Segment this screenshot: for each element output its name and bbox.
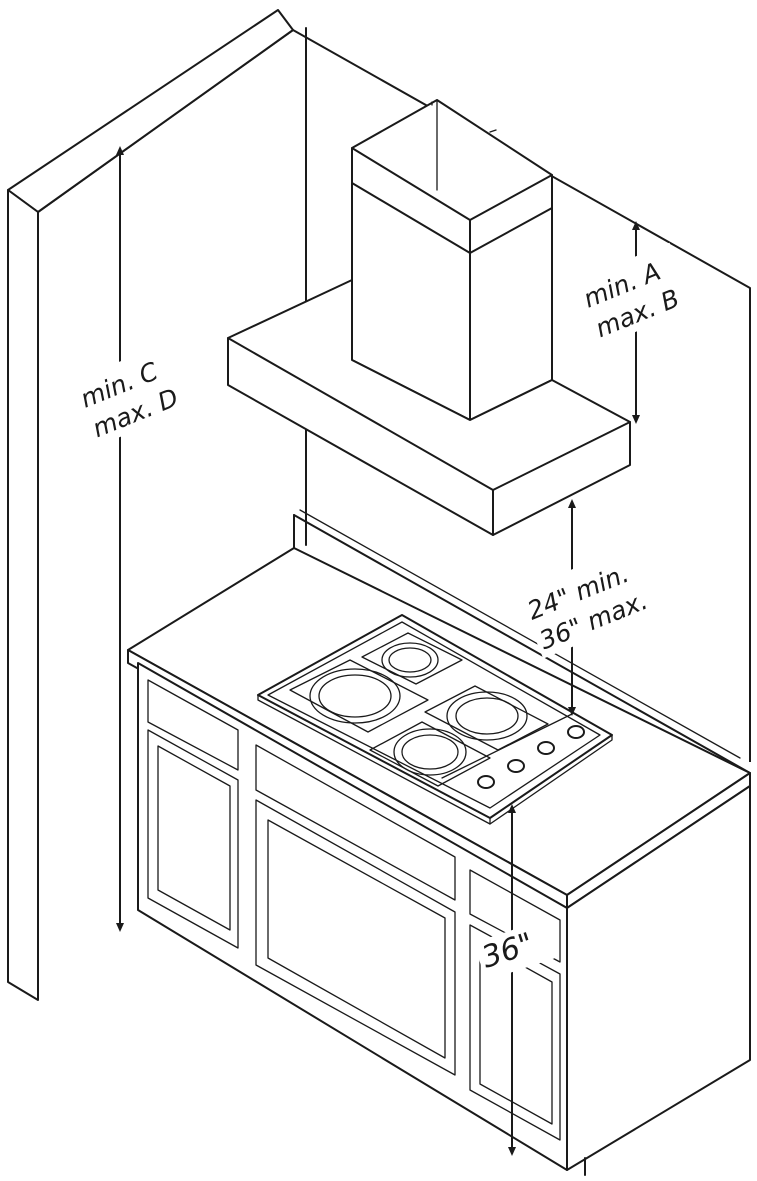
burner-back-right: [424, 685, 549, 751]
burner-front-left: [289, 659, 429, 733]
burner-back-left: [361, 632, 463, 685]
control-knobs: [477, 725, 585, 789]
base-cabinet: [137, 662, 751, 1176]
burner-front-right: [369, 721, 491, 787]
hood-canopy: [227, 279, 631, 536]
cooktop: [257, 614, 613, 825]
hood-chimney: [351, 99, 553, 421]
backsplash: [293, 509, 751, 774]
